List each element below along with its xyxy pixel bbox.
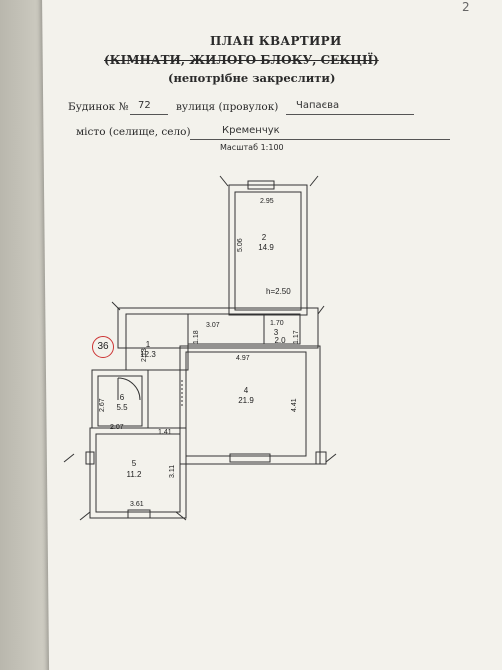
room-2-area: 14.9 bbox=[258, 243, 274, 252]
room-2-number: 2 bbox=[262, 233, 267, 242]
room-6-number: 6 bbox=[120, 393, 125, 402]
room-1-number: 1 bbox=[146, 340, 151, 349]
dim-1-18: 1.18 bbox=[193, 330, 200, 344]
house-label: Будинок № bbox=[68, 101, 129, 113]
dim-3-07: 3.07 bbox=[206, 322, 220, 329]
dim-1-17: 1.17 bbox=[293, 330, 300, 344]
page-note: (непотрібне закреслити) bbox=[168, 71, 336, 85]
room-5-number: 5 bbox=[132, 459, 137, 468]
room-4-area: 21.9 bbox=[238, 396, 254, 405]
house-number: 72 bbox=[138, 100, 151, 111]
dim-3-11: 3.11 bbox=[169, 465, 176, 478]
room-6-area: 5.5 bbox=[116, 403, 128, 412]
dim-2-95: 2.95 bbox=[260, 198, 274, 205]
dim-4-97: 4.97 bbox=[236, 355, 250, 362]
dim-1-41: 1.41 bbox=[158, 429, 172, 436]
marker-circle: 36 bbox=[92, 336, 114, 358]
dim-2-07: 2.07 bbox=[110, 424, 124, 431]
street-line bbox=[286, 114, 414, 115]
dim-3-61: 3.61 bbox=[130, 501, 144, 508]
dim-5-06: 5.06 bbox=[237, 238, 244, 252]
city-value: Кременчук bbox=[222, 125, 280, 136]
corner-mark: 2 bbox=[462, 0, 470, 14]
dim-2-67: 2.67 bbox=[99, 398, 106, 412]
room-4-number: 4 bbox=[244, 386, 249, 395]
room-1-area: 12.3 bbox=[140, 350, 156, 359]
house-line bbox=[130, 114, 168, 115]
street-value: Чапаєва bbox=[296, 100, 340, 111]
ceiling-height: h=2.50 bbox=[266, 287, 291, 296]
room-5-area: 11.2 bbox=[127, 470, 143, 479]
room-3-area: 2.0 bbox=[274, 336, 286, 345]
page-subtitle-struck: (КІМНАТИ, ЖИЛОГО БЛОКУ, СЕКЦІЇ) bbox=[104, 53, 379, 67]
city-line bbox=[190, 139, 450, 140]
dim-1-70: 1.70 bbox=[270, 320, 284, 327]
room-3-number: 3 bbox=[274, 328, 279, 337]
page-title: ПЛАН КВАРТИРИ bbox=[210, 34, 342, 48]
dim-2-13: 2.13 bbox=[141, 348, 148, 362]
street-label: вулиця (провулок) bbox=[176, 101, 279, 113]
city-label: місто (селище, село) bbox=[76, 126, 191, 138]
dim-4-41: 4.41 bbox=[291, 398, 298, 412]
scale-label: Масштаб 1:100 bbox=[220, 143, 284, 152]
